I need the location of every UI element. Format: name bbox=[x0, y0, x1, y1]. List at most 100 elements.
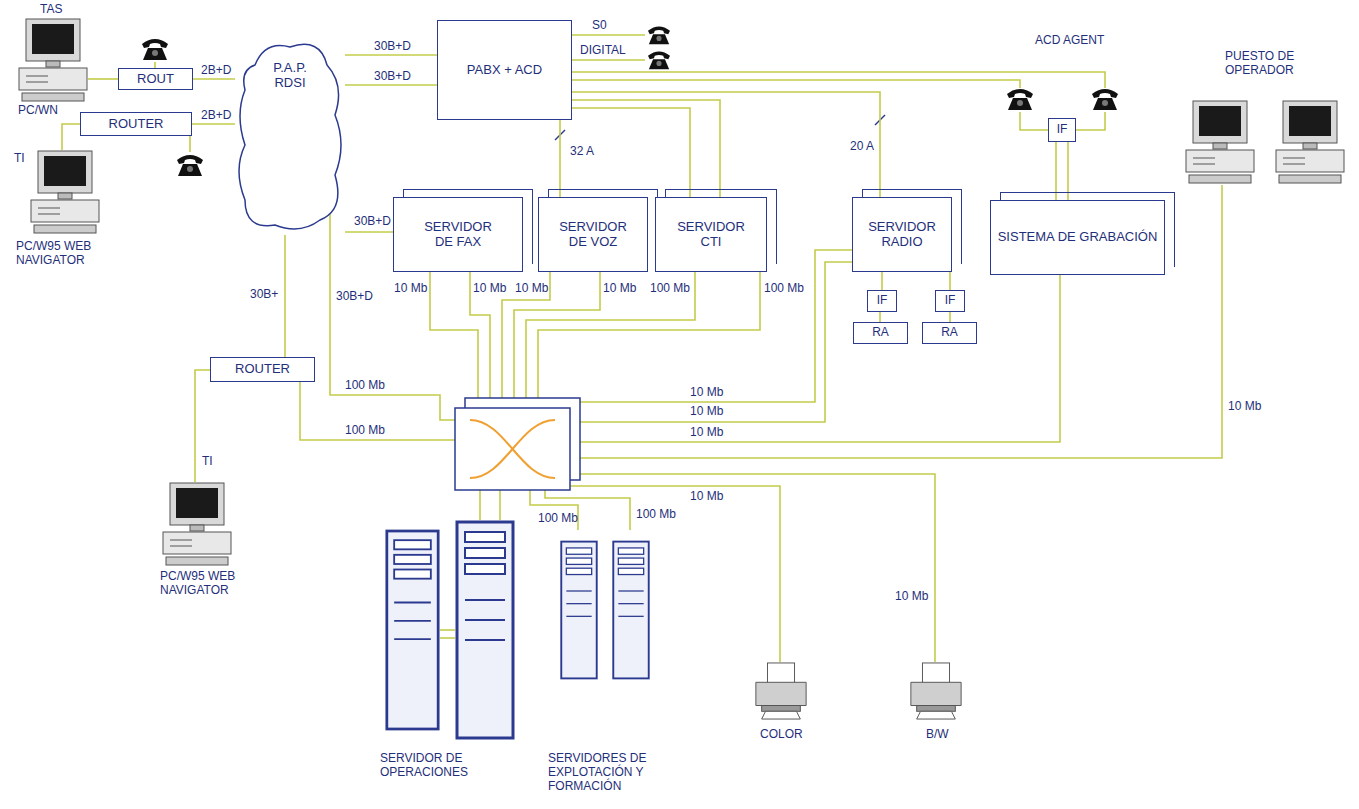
network-wire bbox=[580, 250, 852, 402]
diagram-label: 100 Mb bbox=[345, 379, 385, 393]
network-wire bbox=[440, 629, 455, 631]
diagram-label: B/W bbox=[926, 728, 949, 742]
pabx-box: PABX + ACD bbox=[437, 20, 572, 120]
pc-icon bbox=[1186, 101, 1254, 183]
server-box: SERVIDOR DE FAX bbox=[393, 197, 523, 272]
diagram-label: TAS bbox=[40, 3, 62, 17]
network-link bbox=[193, 78, 235, 80]
server-tower bbox=[457, 522, 513, 738]
diagram-label: PC/W95 WEB NAVIGATOR bbox=[16, 240, 111, 268]
link-label: 2B+D bbox=[199, 109, 233, 123]
network-link bbox=[879, 312, 881, 322]
diagram-label: PC/WN bbox=[18, 104, 58, 118]
server-box: SERVIDOR DE VOZ bbox=[538, 197, 648, 272]
diagram-label: 30B+D bbox=[336, 290, 373, 304]
phone-icon bbox=[1007, 89, 1033, 110]
interface-box: IF bbox=[935, 290, 965, 312]
node-label: SERVIDOR RADIO bbox=[862, 220, 942, 250]
switch-symbol bbox=[470, 420, 555, 478]
diagram-label: TI bbox=[14, 152, 25, 166]
diagram-label: COLOR bbox=[760, 728, 803, 742]
radio-box: RA bbox=[922, 322, 977, 344]
router-box: ROUTER bbox=[80, 112, 192, 136]
network-wire bbox=[479, 490, 481, 520]
network-link bbox=[345, 231, 393, 233]
interface-box: IF bbox=[867, 290, 897, 312]
network-wire bbox=[572, 59, 645, 61]
diagram-label: SERVIDOR DE OPERACIONES bbox=[380, 752, 500, 780]
diagram-label: 10 Mb bbox=[690, 490, 723, 504]
router-box: ROUTER bbox=[210, 357, 315, 382]
network-wire bbox=[530, 490, 578, 530]
diagram-label: ACD AGENT bbox=[1035, 34, 1105, 48]
diagram-label: 10 Mb bbox=[515, 282, 548, 296]
printer-icon bbox=[756, 663, 806, 719]
diagram-label: S0 bbox=[592, 19, 607, 33]
node-label: RA bbox=[941, 326, 958, 340]
network-link bbox=[559, 120, 561, 197]
server-tower bbox=[561, 542, 596, 679]
network-wire bbox=[189, 136, 191, 152]
pc-icon bbox=[31, 151, 99, 233]
node-label: SERVIDOR DE FAX bbox=[418, 220, 498, 250]
network-wire bbox=[1076, 112, 1105, 130]
link-label: 2B+D bbox=[199, 64, 233, 78]
diagram-label: PC/W95 WEB NAVIGATOR bbox=[160, 570, 255, 598]
pc-icon bbox=[163, 483, 231, 565]
network-link bbox=[345, 54, 437, 56]
switch-symbol bbox=[470, 420, 555, 478]
network-link bbox=[949, 312, 951, 322]
server-box: SERVIDOR CTI bbox=[655, 197, 767, 272]
network-wire bbox=[514, 272, 600, 398]
link-label: 32 A bbox=[568, 145, 596, 159]
network-link bbox=[1055, 142, 1057, 200]
network-wire bbox=[526, 272, 695, 398]
network-wire bbox=[1020, 112, 1048, 130]
node-label: SERVIDOR CTI bbox=[671, 220, 751, 250]
network-wire bbox=[440, 637, 455, 639]
diagram-label: 100 Mb bbox=[538, 512, 578, 526]
diagram-label: 10 Mb bbox=[603, 282, 636, 296]
node-label: SERVIDOR DE VOZ bbox=[553, 220, 633, 250]
node-label: IF bbox=[877, 294, 888, 308]
diagram-label: TI bbox=[202, 455, 213, 469]
link-label: 30B+D bbox=[372, 70, 413, 84]
diagram-label: 100 Mb bbox=[650, 282, 690, 296]
node-label: SISTEMA DE GRABACIÓN bbox=[998, 230, 1158, 245]
cloud-outline bbox=[239, 44, 341, 229]
network-wire bbox=[580, 275, 1060, 442]
server-box: SERVIDOR RADIO bbox=[852, 197, 952, 272]
diagram-label: 10 Mb bbox=[690, 426, 723, 440]
diagram-label: 10 Mb bbox=[1228, 400, 1261, 414]
node-label: PABX + ACD bbox=[467, 63, 542, 78]
phone-icon bbox=[1092, 89, 1118, 110]
phone-icon bbox=[142, 39, 168, 60]
network-wire bbox=[572, 34, 645, 36]
node-label: IF bbox=[1057, 123, 1068, 137]
network-cloud: P.A.P. RDSI bbox=[235, 35, 345, 235]
network-wire bbox=[580, 262, 852, 422]
network-link bbox=[345, 84, 437, 86]
diagram-label: 10 Mb bbox=[895, 590, 928, 604]
link-label: 30B+D bbox=[372, 40, 413, 54]
network-wire bbox=[88, 78, 118, 80]
server-tower bbox=[613, 542, 648, 679]
diagram-label: 100 Mb bbox=[764, 282, 804, 296]
diagram-label: 10 Mb bbox=[473, 282, 506, 296]
network-wire bbox=[499, 490, 501, 520]
network-wire bbox=[572, 72, 1105, 88]
network-link bbox=[881, 272, 883, 290]
server-tower bbox=[387, 531, 438, 729]
network-wire bbox=[580, 185, 1222, 458]
phone-icon bbox=[648, 52, 670, 70]
network-link bbox=[949, 272, 951, 290]
network-wire bbox=[62, 124, 80, 150]
switch-front bbox=[455, 408, 570, 490]
diagram-label: 10 Mb bbox=[394, 282, 427, 296]
node-label: ROUTER bbox=[109, 117, 164, 132]
diagram-label: 10 Mb bbox=[690, 405, 723, 419]
node-label: P.A.P. RDSI bbox=[265, 61, 315, 91]
network-link bbox=[1067, 142, 1069, 200]
network-wire bbox=[572, 80, 1020, 88]
network-wire bbox=[538, 272, 760, 398]
